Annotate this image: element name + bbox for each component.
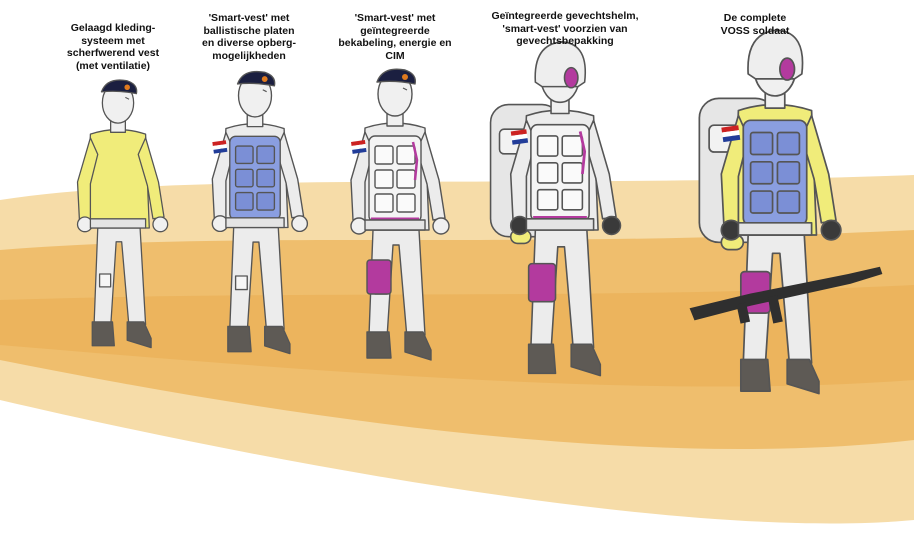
caption-combat-helmet: Geïntegreerde gevechtshelm, 'smart-vest'… [480,10,650,48]
flag-patch [721,125,740,142]
vest-pocket [562,190,582,210]
beret [101,80,136,94]
knee-pad [100,274,111,287]
left-boot [367,332,391,358]
vest-pocket [375,146,393,164]
belt [90,219,145,228]
right-hand [153,217,168,232]
knee-pad [236,276,248,290]
left-boot [228,326,251,351]
left-boot [529,344,556,373]
caption-layered-clothing: Gelaagd kleding- systeem met scherfweren… [48,22,178,72]
right-hand [292,216,308,232]
vest-pocket [236,169,253,186]
vest-pocket [397,146,415,164]
vest-pocket [257,146,274,163]
vest-pocket [257,193,274,210]
right-hand [433,218,449,234]
vest-pocket [257,169,274,186]
caption-complete-voss: De complete VOSS soldaat [690,12,820,37]
vest-pocket [538,136,558,156]
vest-pocket [777,133,799,155]
caption-smart-vest-ballistic: 'Smart-vest' met ballistische platen en … [186,12,312,62]
caption-smart-vest-cabling: 'Smart-vest' met geïntegreerde bekabelin… [330,12,460,62]
beret-badge [262,76,268,82]
flag-patch [351,140,367,154]
thigh-pouch [529,264,556,302]
right-hand [603,217,621,235]
vest-pocket [538,163,558,183]
belt [226,218,284,228]
vest-pocket [562,163,582,183]
vest-pocket [777,162,799,184]
belt [526,219,593,230]
flag-patch [511,129,528,144]
beret-badge [124,84,130,90]
beret [377,69,415,84]
left-boot [92,322,114,346]
beret [238,72,275,86]
ear-headset [780,58,795,80]
vest-pocket [777,191,799,213]
vest-pocket [751,162,773,184]
vest-pocket [397,170,415,188]
vest-pocket [538,190,558,210]
belt [738,223,811,235]
thigh-pouch [367,260,391,294]
ear-headset [564,68,577,88]
vest-pocket [562,136,582,156]
vest-pocket [375,194,393,212]
right-hand [821,220,841,240]
vest-pocket [236,146,253,163]
vest-pocket [751,133,773,155]
vest-pocket [375,170,393,188]
vest-pocket [751,191,773,213]
torso [87,130,150,228]
vest-pocket [397,194,415,212]
flag-patch [212,140,227,153]
beret-badge [402,74,408,80]
left-boot [741,359,770,391]
vest-pocket [236,193,253,210]
belt [365,220,425,230]
